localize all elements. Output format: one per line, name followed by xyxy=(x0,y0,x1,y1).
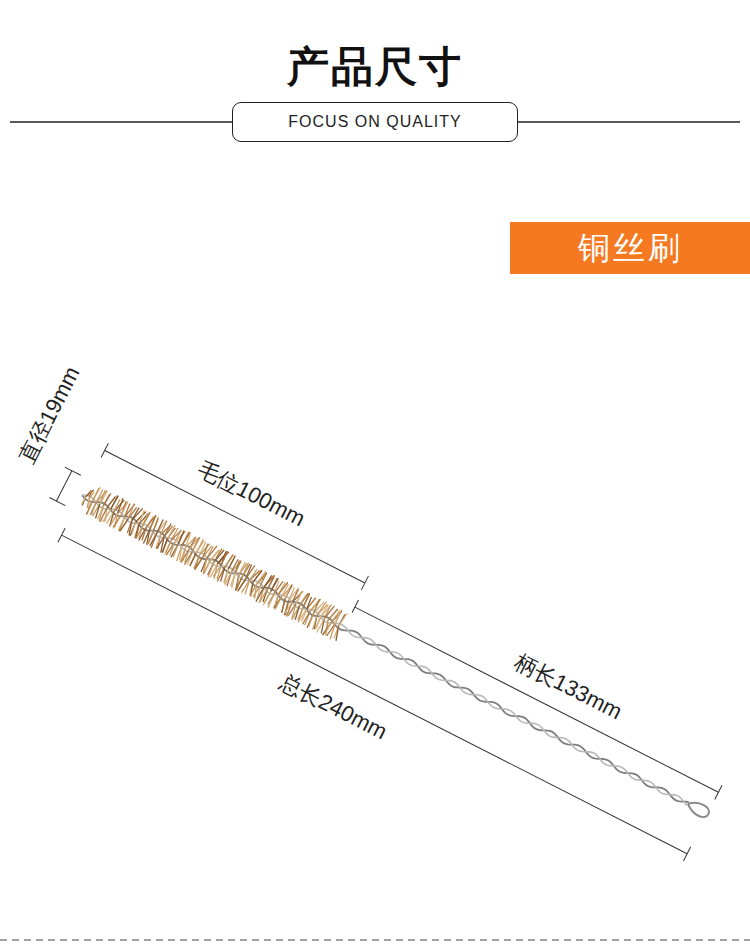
bristle xyxy=(325,622,331,634)
bristle xyxy=(272,595,281,609)
dimension-tick xyxy=(683,847,690,861)
bristle xyxy=(306,613,314,628)
hang-loop xyxy=(685,798,711,819)
dimension-line xyxy=(62,535,687,854)
bristle xyxy=(321,620,332,635)
dimension-label: 柄长133mm xyxy=(510,650,626,725)
node-text: FOCUS ON QUALITY xyxy=(288,112,461,131)
node-text: 铜丝刷 xyxy=(578,229,683,267)
bristle xyxy=(81,497,86,506)
brush-figure xyxy=(33,431,735,862)
bristle xyxy=(332,626,343,641)
bristle xyxy=(120,518,129,532)
bristle xyxy=(225,554,233,569)
dimension-label: 总长240mm xyxy=(275,670,391,745)
bristle xyxy=(161,539,169,553)
bristle xyxy=(295,592,302,604)
bristle xyxy=(103,509,111,523)
bristle xyxy=(90,502,97,514)
bristle xyxy=(238,578,246,592)
bristle xyxy=(157,519,167,534)
bristle xyxy=(315,617,322,629)
dimension-tick xyxy=(58,528,65,542)
bristle xyxy=(112,513,122,527)
brush-handle xyxy=(81,493,689,806)
bristle xyxy=(317,618,324,632)
bristle xyxy=(156,536,164,549)
dimension-line xyxy=(56,471,71,501)
bristle xyxy=(257,570,266,585)
bristle xyxy=(86,488,94,499)
bristle xyxy=(275,597,282,610)
bristle xyxy=(256,587,264,602)
bristle xyxy=(232,560,242,574)
bristle xyxy=(299,594,306,607)
bristle xyxy=(253,570,262,584)
dimension-tick xyxy=(101,443,108,457)
page-title: 产品尺寸 xyxy=(0,42,750,92)
bristle xyxy=(322,621,331,636)
bristle xyxy=(257,571,267,586)
category-band: 铜丝刷 xyxy=(510,222,750,274)
bristle xyxy=(324,605,334,620)
bristle xyxy=(81,497,85,505)
bristle xyxy=(150,533,157,546)
bristle xyxy=(136,526,143,539)
bristle xyxy=(267,593,275,607)
bristle xyxy=(274,596,282,609)
dimension-line xyxy=(355,607,719,792)
bristle xyxy=(268,593,275,605)
bristle xyxy=(317,601,326,616)
dimension-tick xyxy=(65,467,81,475)
dimension-tick xyxy=(49,497,65,505)
dimension-tick xyxy=(715,785,722,799)
bristle xyxy=(181,549,189,563)
dimension-lines xyxy=(33,431,734,861)
footer-rule xyxy=(0,940,750,941)
dimension-tick xyxy=(361,576,368,590)
bristle xyxy=(305,597,312,609)
bristle xyxy=(125,503,135,519)
bristle xyxy=(237,578,245,593)
bristle xyxy=(120,518,128,532)
bristle xyxy=(259,573,266,586)
dimension-label: 毛位100mm xyxy=(193,457,309,532)
twisted-wire xyxy=(81,493,689,806)
bristle xyxy=(149,515,157,529)
bristle xyxy=(140,528,148,541)
bristle xyxy=(229,573,237,586)
bristle xyxy=(253,569,262,583)
bristle xyxy=(186,551,194,565)
dimension-tick xyxy=(352,600,358,612)
tagline-box: FOCUS ON QUALITY xyxy=(232,102,518,142)
bristle xyxy=(241,580,249,594)
dimension-line xyxy=(105,450,365,583)
dimension-label: 直径19mm xyxy=(15,363,84,468)
bristle xyxy=(225,571,232,585)
twisted-wire xyxy=(81,493,689,806)
bristle xyxy=(194,556,203,570)
bristle xyxy=(339,612,348,627)
